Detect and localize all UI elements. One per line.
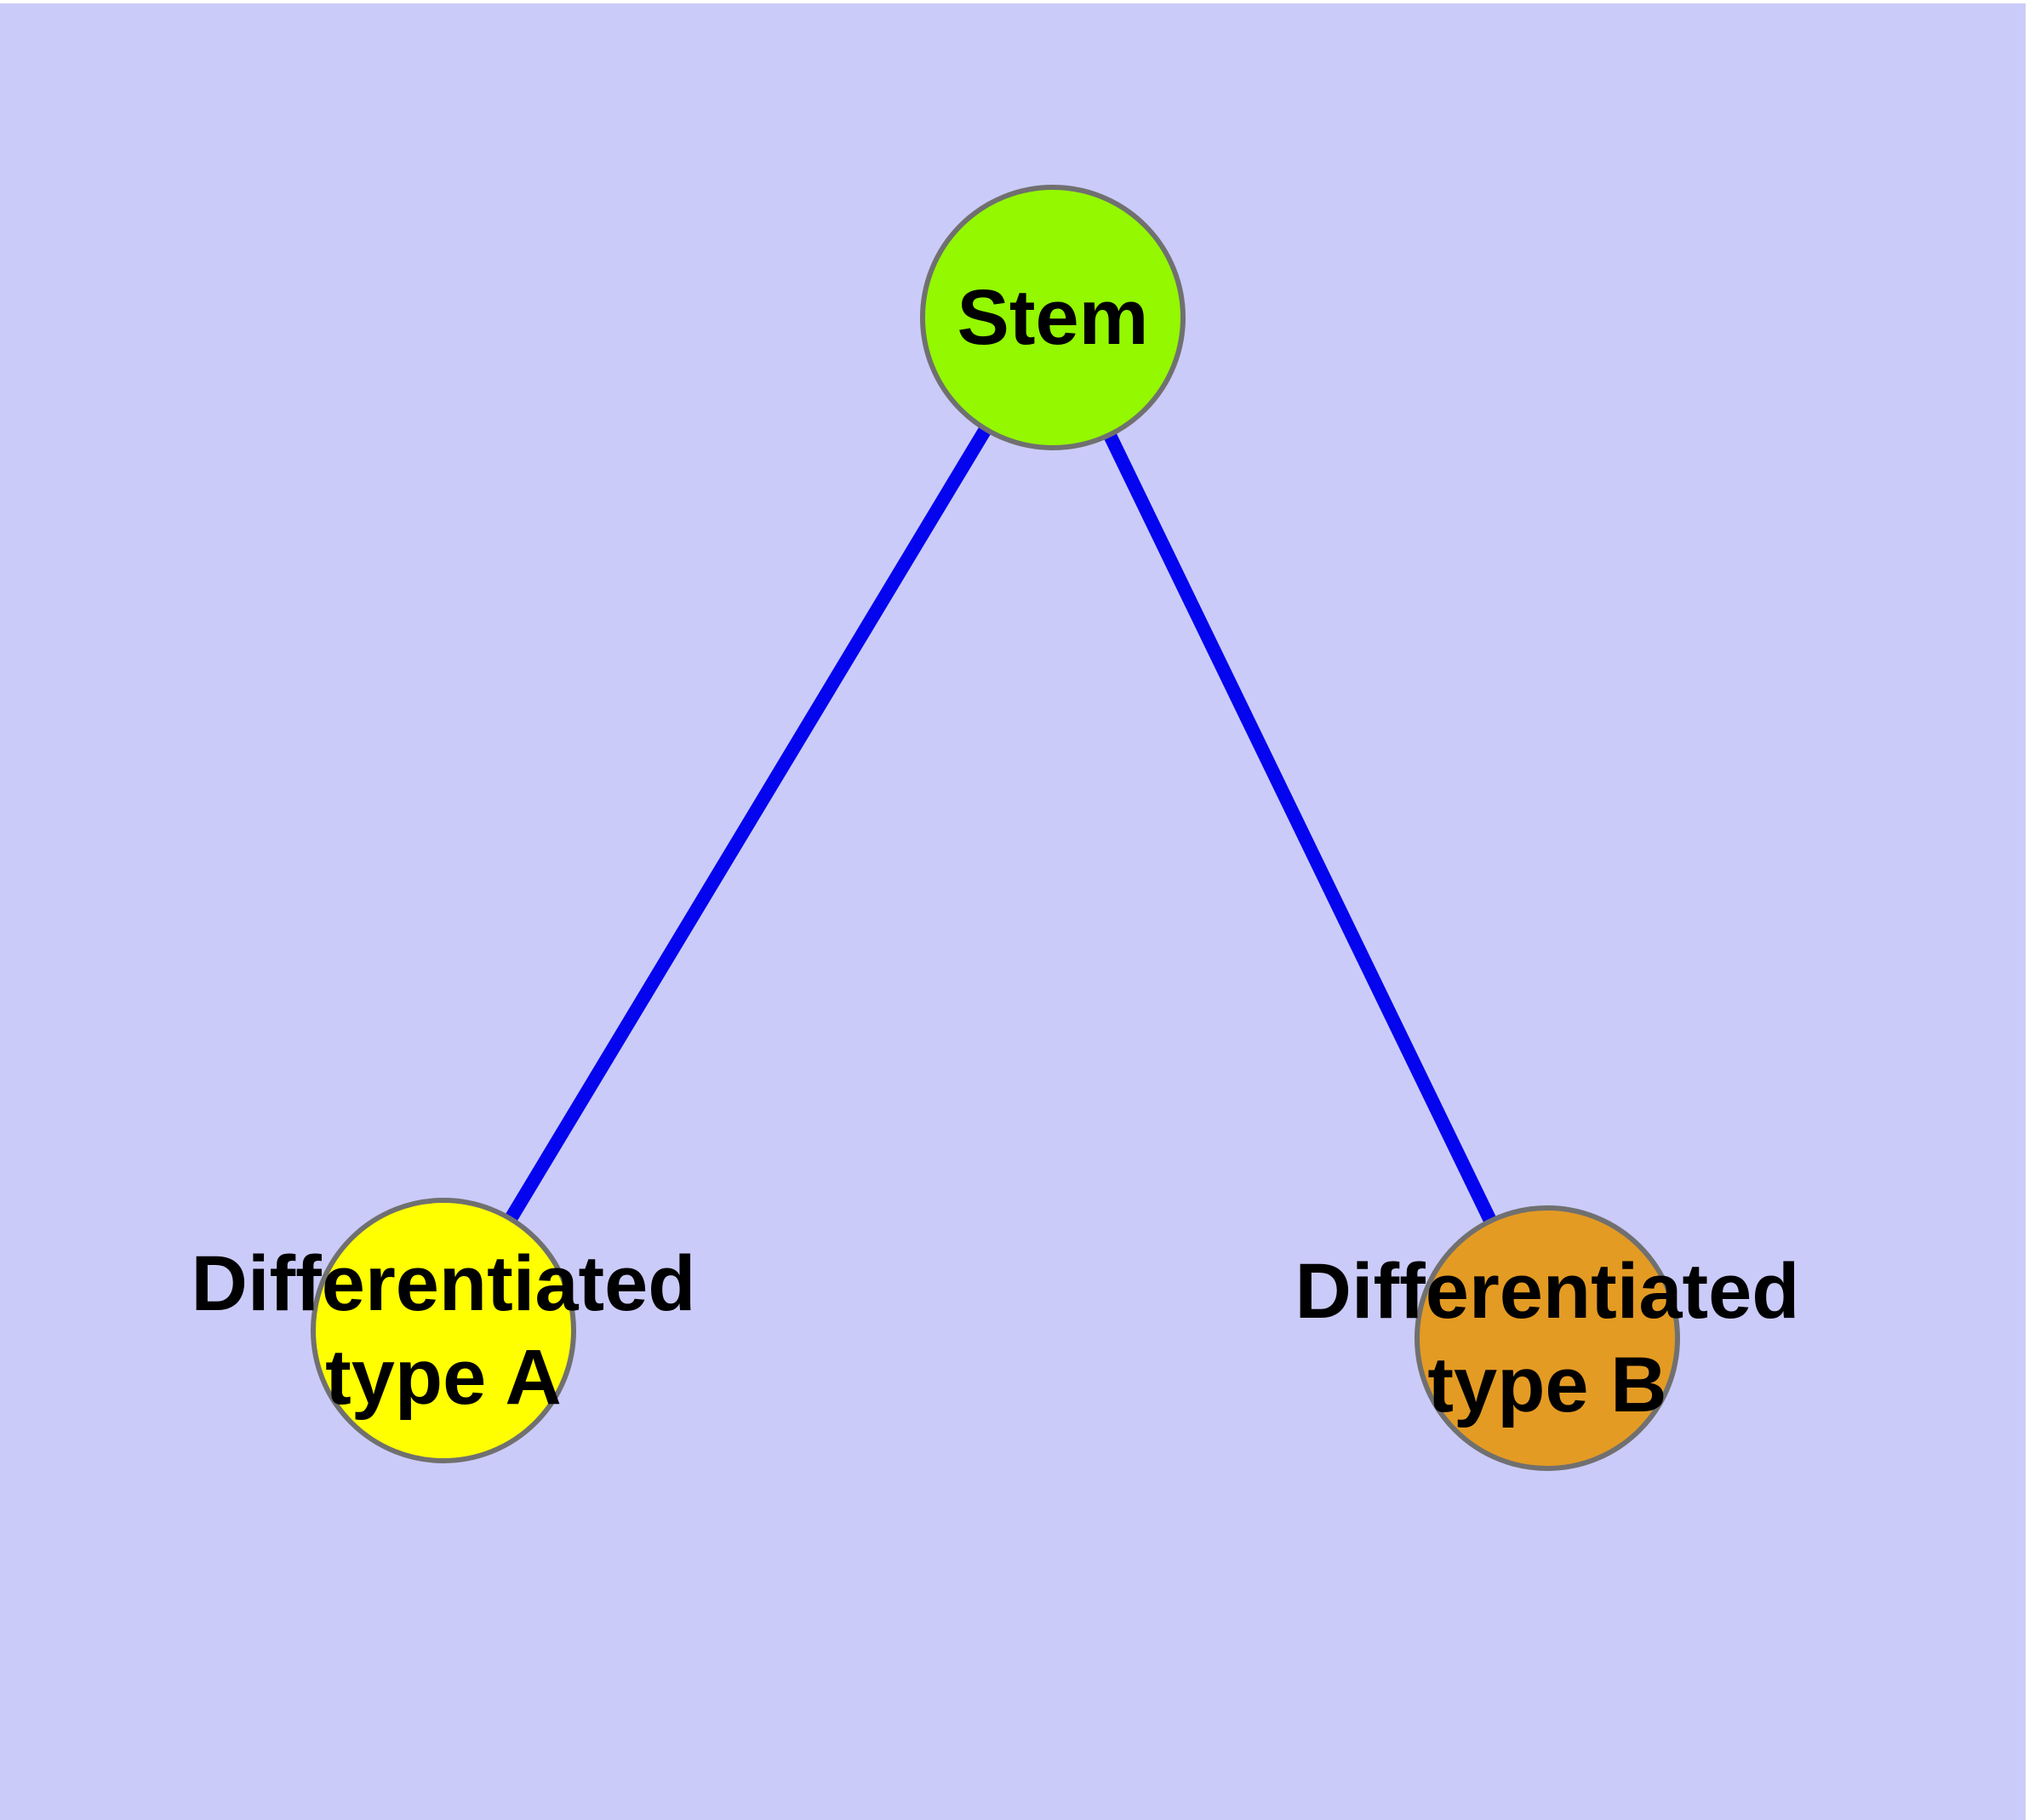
node-stem-label: Stem: [957, 271, 1149, 364]
screenshot-right-edge: [2026, 0, 2029, 1820]
node-differentiated-type-a-label-line2: type A: [325, 1334, 562, 1421]
node-differentiated-type-b-label: Differentiated type B: [1295, 1245, 1800, 1432]
node-differentiated-type-b-label-line1: Differentiated: [1295, 1248, 1800, 1335]
edge-stem-to-type-b: [1046, 314, 1554, 1342]
node-differentiated-type-b-label-line2: type B: [1427, 1342, 1667, 1428]
node-differentiated-type-a-label-line1: Differentiated: [191, 1240, 696, 1327]
node-differentiated-type-a: Differentiated type A: [191, 1198, 695, 1463]
screenshot-top-edge: [0, 0, 2029, 3]
node-stem-label-line1: Stem: [957, 274, 1149, 361]
node-differentiated-type-a-label: Differentiated type A: [191, 1237, 696, 1424]
node-stem: Stem: [920, 185, 1186, 450]
edge-stem-to-type-a: [437, 313, 1059, 1335]
node-differentiated-type-b: Differentiated type B: [1295, 1205, 1799, 1471]
